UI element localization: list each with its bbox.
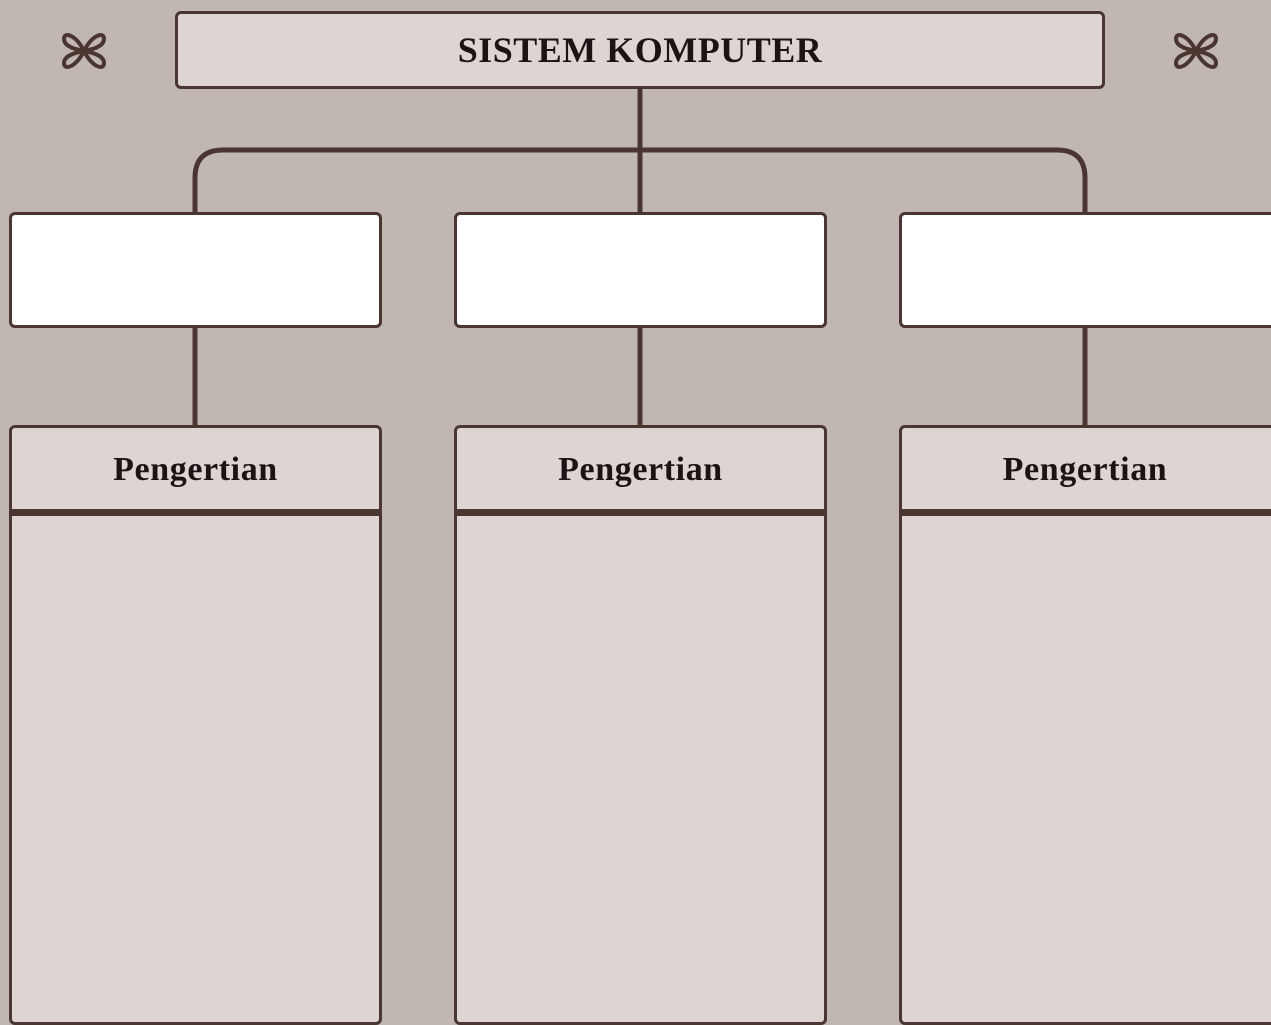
branch-1-card-body[interactable] — [12, 516, 379, 1016]
branch-1-card-title: Pengertian — [113, 450, 278, 488]
title-box: SISTEM KOMPUTER — [175, 11, 1105, 89]
flower-ornament-icon — [1170, 25, 1222, 77]
branch-1-label-box[interactable] — [9, 212, 382, 328]
branch-2-card-body[interactable] — [457, 516, 824, 1016]
branch-bracket — [192, 147, 1088, 215]
branch-3-card-title: Pengertian — [1002, 450, 1168, 488]
flower-ornament-icon — [58, 25, 110, 77]
branch-2-card-title: Pengertian — [558, 450, 723, 488]
branch-3-card: Pengertian — [899, 425, 1271, 1025]
branch-2-card-header: Pengertian — [457, 428, 824, 516]
branch-1-card-header: Pengertian — [12, 428, 379, 516]
branch-1-card: Pengertian — [9, 425, 382, 1025]
branch-3-card-body[interactable] — [902, 516, 1271, 1016]
branch-2-card: Pengertian — [454, 425, 827, 1025]
diagram-title: SISTEM KOMPUTER — [457, 30, 823, 70]
branch-3-label-box[interactable] — [899, 212, 1271, 328]
branch-3-card-header: Pengertian — [902, 428, 1271, 516]
branch-2-label-box[interactable] — [454, 212, 827, 328]
